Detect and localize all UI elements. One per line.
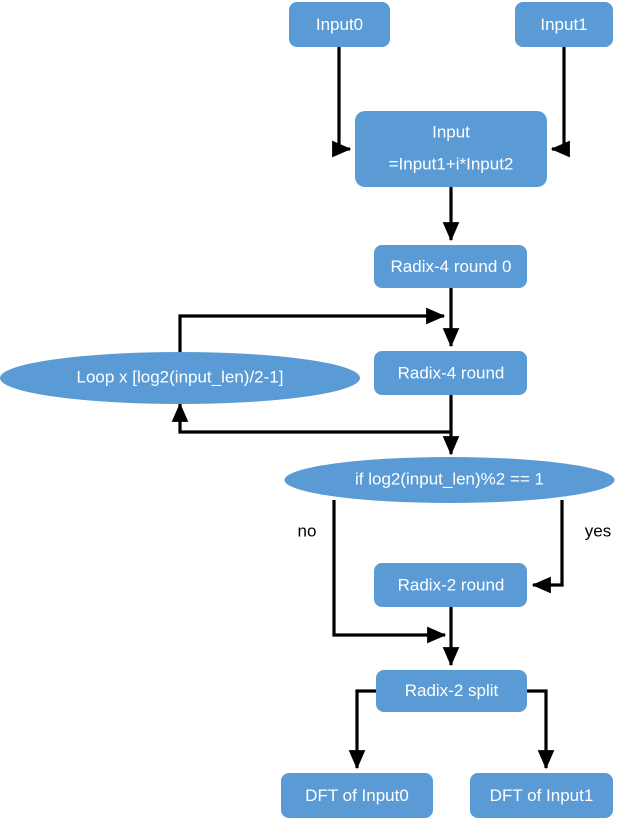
connector-split-to-dft0: [348, 689, 376, 770]
connector-split-to-dft1: [527, 689, 555, 770]
node-radix2-split-shape: [376, 670, 527, 712]
connector-loop-back: [171, 402, 451, 434]
node-decision-shape: [284, 457, 615, 503]
node-dft-input0[interactable]: DFT of Input0: [281, 773, 433, 818]
node-dft-input1-shape: [470, 773, 613, 818]
node-decision-label: if log2(input_len)%2 == 1: [355, 469, 544, 488]
node-input0-label: Input0: [316, 15, 363, 34]
connector-decision-no-to-trunk: [332, 500, 447, 644]
node-input-combine-shape: [355, 111, 547, 187]
node-dft-input0-shape: [281, 773, 433, 818]
connector-input1-to-combine: [550, 47, 570, 158]
node-input-combine-label-line2: =Input1+i*Input2: [389, 154, 514, 173]
edge-label-yes: yes: [585, 521, 611, 540]
node-dft-input1-label: DFT of Input1: [490, 786, 594, 805]
node-input1-shape: [515, 2, 613, 47]
node-loop-shape: [0, 352, 360, 404]
node-input1[interactable]: Input1: [515, 2, 613, 47]
node-radix2-split[interactable]: Radix-2 split: [376, 670, 527, 712]
node-input0[interactable]: Input0: [289, 2, 390, 47]
node-radix2-round[interactable]: Radix-2 round: [374, 563, 527, 607]
connector-decision-yes-to-radix2-round: [531, 500, 564, 594]
node-radix4-round-label: Radix-4 round: [398, 363, 505, 382]
node-radix4-round0-shape: [374, 245, 527, 288]
node-input-combine[interactable]: Input =Input1+i*Input2: [355, 111, 547, 187]
node-radix4-round0[interactable]: Radix-4 round 0: [374, 245, 527, 288]
node-input-combine-label-line1: Input: [432, 122, 470, 141]
node-radix4-round0-label: Radix-4 round 0: [391, 257, 512, 276]
node-radix2-round-label: Radix-2 round: [398, 575, 505, 594]
node-decision[interactable]: if log2(input_len)%2 == 1: [284, 457, 615, 503]
node-dft-input1[interactable]: DFT of Input1: [470, 773, 613, 818]
connector-input0-to-combine: [332, 47, 352, 158]
node-radix4-round-shape: [374, 351, 527, 395]
node-radix4-round[interactable]: Radix-4 round: [374, 351, 527, 395]
node-radix2-split-label: Radix-2 split: [405, 681, 499, 700]
edge-label-no: no: [298, 521, 317, 540]
node-input1-label: Input1: [540, 15, 587, 34]
node-radix2-round-shape: [374, 563, 527, 607]
node-loop-label: Loop x [log2(input_len)/2-1]: [77, 367, 284, 386]
node-input0-shape: [289, 2, 390, 47]
node-dft-input0-label: DFT of Input0: [305, 786, 409, 805]
node-loop[interactable]: Loop x [log2(input_len)/2-1]: [0, 352, 360, 404]
connector-loop-entry: [178, 307, 446, 352]
